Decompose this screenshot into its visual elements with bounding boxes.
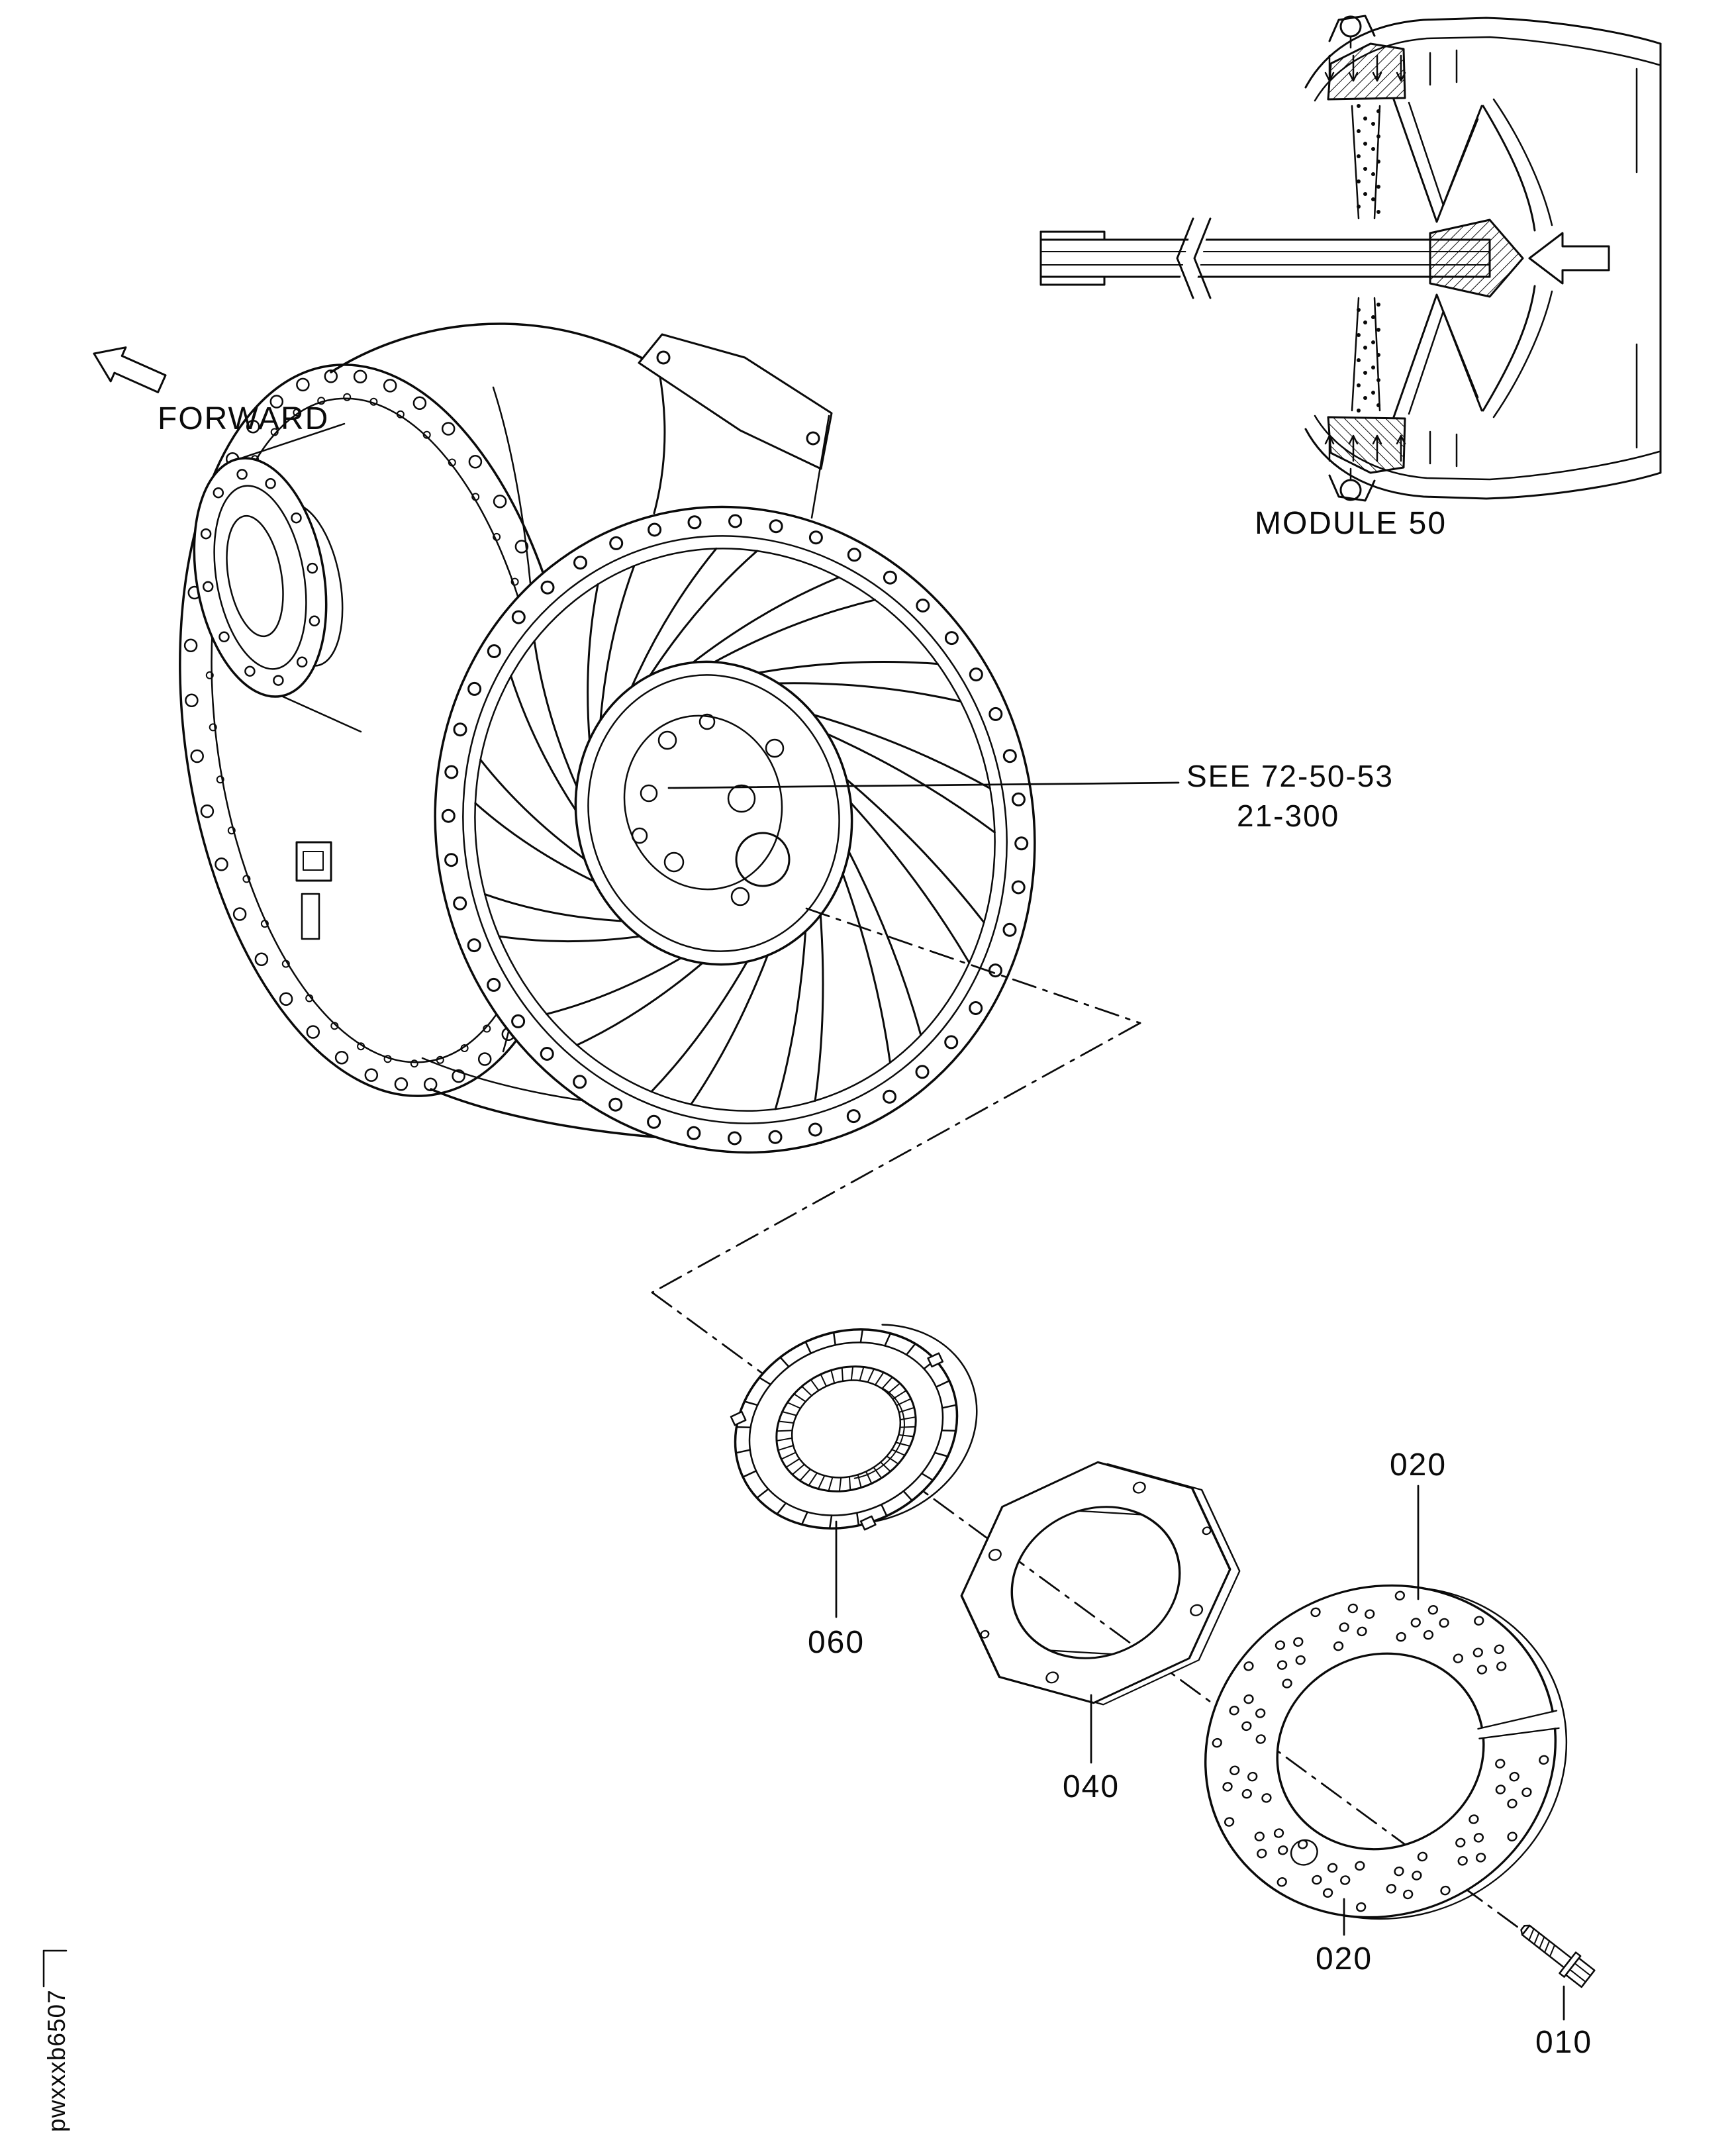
module50-label: MODULE 50 — [1255, 506, 1447, 541]
forward-arrow-icon — [93, 346, 167, 393]
doc-code-label: pwxxxb6507 — [43, 1989, 70, 2132]
front-shaft-stub — [193, 422, 362, 733]
forward-label: FORWARD — [158, 401, 329, 436]
doc-code-bracket — [42, 1949, 68, 1988]
part-020-seal-disc — [1204, 1584, 1568, 1920]
part-label-010: 010 — [1535, 2025, 1592, 2060]
see-reference-label-line1: SEE 72-50-53 — [1186, 759, 1394, 793]
leader-lines — [667, 781, 1565, 2021]
part-040-retainer-plate — [960, 1461, 1241, 1706]
see-reference-leader-line — [667, 781, 1180, 789]
part-label-040: 040 — [1063, 1769, 1120, 1804]
main-assembly-drawing — [179, 322, 1036, 1154]
module50-inset-drawing — [1039, 15, 1662, 502]
part-label-020-top: 020 — [1390, 1447, 1447, 1483]
part-label-020-bottom: 020 — [1316, 1941, 1373, 1977]
part-label-060: 060 — [808, 1625, 865, 1660]
part-010-bolt — [1520, 1924, 1596, 1988]
see-reference-label-line2: 21-300 — [1237, 799, 1339, 833]
housing — [295, 322, 833, 1144]
part-060-bearing — [730, 1324, 978, 1531]
fan-hub — [574, 660, 853, 966]
fan-disc — [434, 505, 1036, 1154]
